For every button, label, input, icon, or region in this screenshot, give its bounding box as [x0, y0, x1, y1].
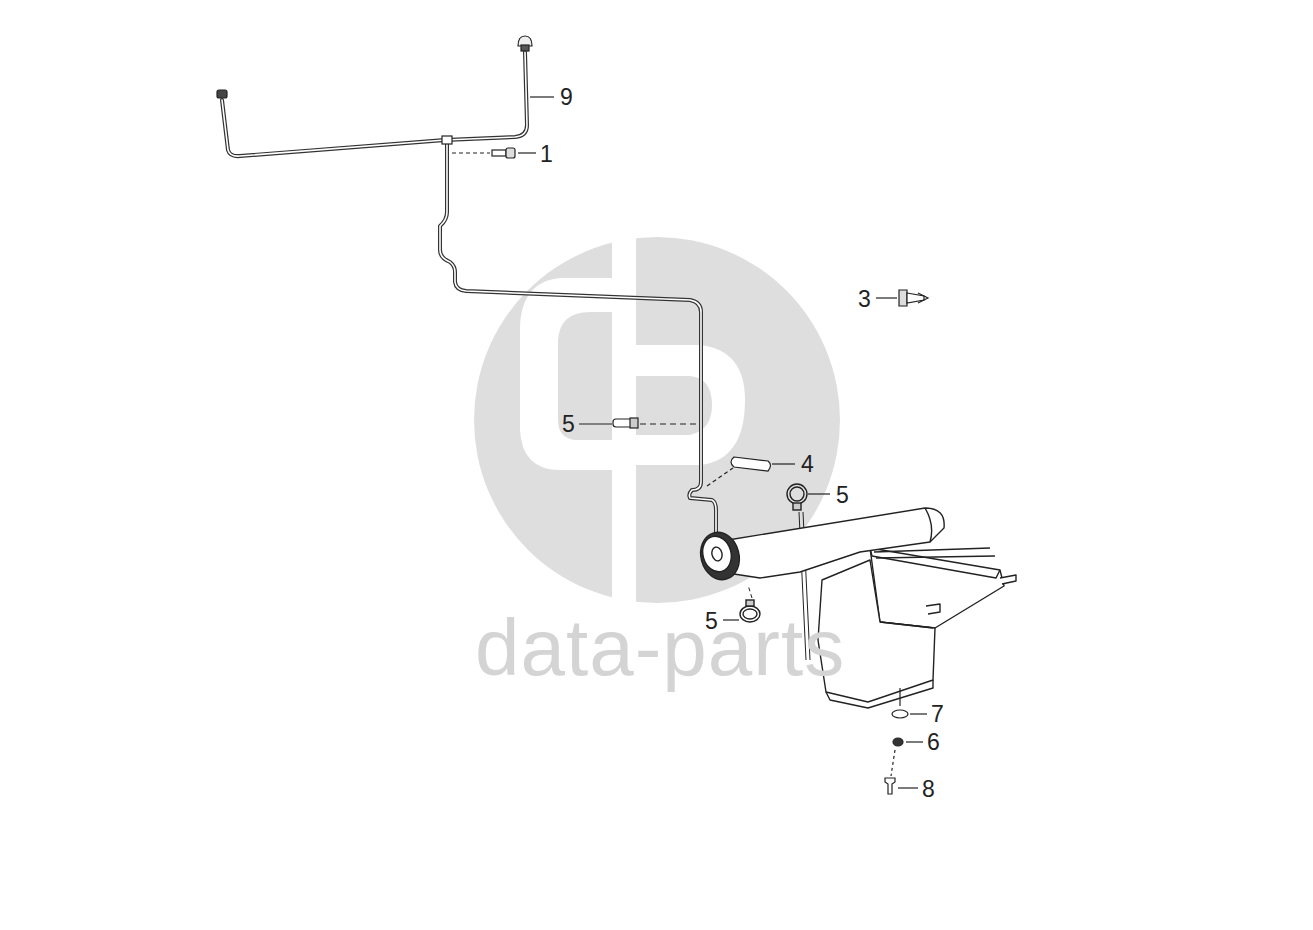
nozzle: [217, 36, 532, 98]
clip: [876, 290, 928, 306]
callout-number: 1: [540, 143, 553, 166]
callout-number: 3: [858, 288, 871, 311]
clamp: [579, 418, 700, 428]
callout-number: 9: [560, 86, 573, 109]
callout-number: 7: [931, 703, 944, 726]
fasteners: [885, 688, 927, 794]
callout-number: 5: [562, 413, 575, 436]
callout-number: 5: [836, 484, 849, 507]
callout-number: 8: [922, 778, 935, 801]
watermark: data-parts: [475, 608, 845, 688]
hose-piece: [707, 457, 795, 486]
callout-number: 4: [801, 453, 814, 476]
callout-number: 6: [927, 731, 940, 754]
bolt: [452, 148, 536, 158]
washer-hose: [222, 52, 716, 538]
